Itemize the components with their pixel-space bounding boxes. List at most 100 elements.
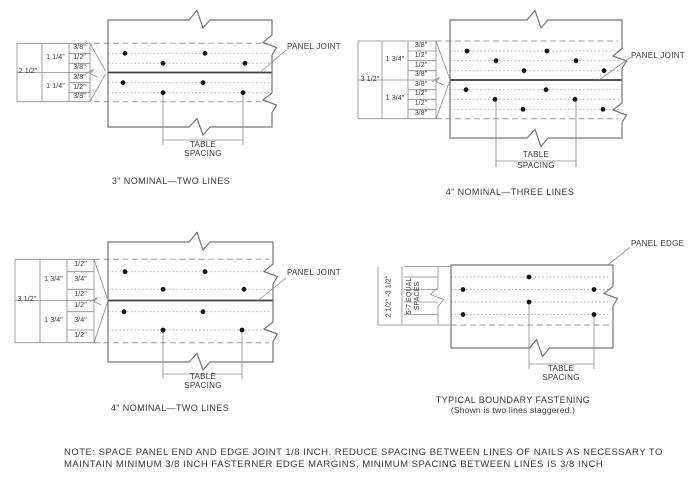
d4-caption: TYPICAL BOUNDARY FASTENING xyxy=(435,395,591,405)
d1-sub-dim-label: 3/8" xyxy=(73,93,86,100)
dimension-lines xyxy=(357,40,437,120)
d1-sub-dim-label: 3/8" xyxy=(73,64,86,71)
dimension-brace xyxy=(85,43,106,102)
d3-sub-dim-label: 1/2" xyxy=(74,291,87,298)
table-spacing-bracket xyxy=(162,330,243,379)
nail-dots xyxy=(121,269,247,333)
nail-dot xyxy=(591,312,597,317)
d2-sub-dim-label: 1/2" xyxy=(414,62,428,69)
d2-sub-dim-label: 3/8" xyxy=(414,71,428,78)
diagram-4in-two-lines xyxy=(14,231,287,379)
panel-joint-leader xyxy=(598,56,632,81)
d3-sub-dim-label: 1/2" xyxy=(74,302,87,309)
diagram-3in-two-lines xyxy=(16,9,287,145)
d3-group-dim-label: 1 3/4" xyxy=(44,317,63,324)
d2-group-dim-label: 1 3/4" xyxy=(385,95,405,102)
nail-dot xyxy=(160,327,166,333)
d3-sub-dim-label: 3/4" xyxy=(74,276,87,283)
nail-lines xyxy=(451,276,610,315)
panel-joint-leader xyxy=(257,277,287,301)
d3-sub-dim-label: 1/2" xyxy=(74,332,87,339)
dimension-brace xyxy=(431,40,450,119)
note-line-2: MAINTAIN MINIMUM 3/8 INCH FASTERNER EDGE… xyxy=(64,458,604,470)
d3-panel-joint-callout: PANEL JOINT xyxy=(287,268,341,277)
nail-dots xyxy=(120,50,248,96)
nail-dot xyxy=(200,309,206,315)
support-stub-break xyxy=(429,266,445,325)
d2-overall-dim-label: 3 1/2" xyxy=(360,76,380,83)
nail-dot xyxy=(122,50,128,56)
nail-dot xyxy=(492,96,498,102)
d2-caption: 4" NOMINAL—THREE LINES xyxy=(445,187,575,197)
nail-lines xyxy=(450,50,619,110)
d1-table-label: TABLE xyxy=(189,140,217,149)
nail-dot xyxy=(544,48,550,54)
d1-sub-dim-label: 1/2" xyxy=(73,54,86,61)
nail-dot xyxy=(460,312,466,317)
d1-spacing-label: SPACING xyxy=(184,149,222,158)
d2-group-dim-label: 1 3/4" xyxy=(385,56,405,63)
nail-dot xyxy=(202,269,208,275)
d4-subcaption: (Shown is two lines staggered.) xyxy=(450,405,576,415)
nail-dot xyxy=(464,48,470,54)
nail-dot xyxy=(122,269,128,275)
d1-panel-joint-callout: PANEL JOINT xyxy=(287,42,341,51)
nail-dot xyxy=(160,286,166,292)
d1-overall-dim-label: 2 1/2" xyxy=(18,68,38,75)
d2-sub-dim-label: 1/2" xyxy=(414,100,428,107)
d3-spacing-label: SPACING xyxy=(184,381,222,390)
d1-sub-dim-label: 1/2" xyxy=(73,84,86,91)
d3-table-label: TABLE xyxy=(189,372,217,381)
d2-spacing-label: SPACING xyxy=(517,161,555,170)
nail-dot xyxy=(600,106,606,112)
note-line-1: NOTE: SPACE PANEL END AND EDGE JOINT 1/8… xyxy=(64,447,663,458)
nail-dot xyxy=(460,287,466,292)
dimension-lines xyxy=(16,42,91,103)
nail-dot xyxy=(240,90,246,96)
nail-dot xyxy=(521,68,527,74)
panel-outline xyxy=(449,9,628,148)
nail-dot xyxy=(241,286,247,292)
dimension-brace xyxy=(89,259,108,343)
nail-dot xyxy=(493,58,499,64)
d2-sub-dim-label: 1/2" xyxy=(414,90,428,97)
nail-dot xyxy=(601,68,607,74)
d1-group-dim-label: 1 1/4" xyxy=(46,83,65,90)
nail-dot xyxy=(463,87,469,93)
d3-sub-dim-label: 3/4" xyxy=(74,317,87,324)
panel-outline xyxy=(450,264,619,358)
nail-lines xyxy=(108,52,269,94)
d3-sub-dim-label: 1/2" xyxy=(74,261,87,268)
table-spacing-bracket xyxy=(495,99,577,167)
d4-panel-edge-callout: PANEL EDGE xyxy=(631,239,685,248)
diagram-boundary-fastening xyxy=(377,247,631,369)
d1-sub-dim-label: 3/8" xyxy=(73,44,86,51)
nail-dot xyxy=(242,60,248,66)
nail-dot xyxy=(121,309,127,315)
nail-dot xyxy=(520,106,526,112)
framing-hidden-edges xyxy=(94,258,269,344)
d4-range-dim-label: 2 1/2" -3 1/2" xyxy=(385,275,393,318)
d4-equal-spaces-label: 5-7 EQUAL SPACES xyxy=(406,267,422,325)
panel-joint-leader xyxy=(259,49,287,73)
d4-equal-spaces-line2: SPACES xyxy=(414,281,421,311)
nail-dot xyxy=(120,80,126,86)
d4-table-label: TABLE xyxy=(547,364,575,373)
nail-dot xyxy=(160,60,166,66)
d4-equal-spaces-line1: 5-7 EQUAL xyxy=(406,277,413,315)
d2-table-label: TABLE xyxy=(522,150,550,159)
nail-dot xyxy=(573,58,579,64)
nail-lines xyxy=(108,271,270,331)
nail-dot xyxy=(160,90,166,96)
d4-spacing-label: SPACING xyxy=(542,373,580,382)
d3-caption: 4" NOMINAL—TWO LINES xyxy=(110,403,230,413)
d1-sub-dim-label: 3/8" xyxy=(73,74,86,81)
nail-dot xyxy=(591,287,597,292)
nail-dots xyxy=(463,48,607,112)
diagram-4in-three-lines xyxy=(357,9,632,167)
nail-dot xyxy=(543,87,549,93)
nail-dot xyxy=(526,274,532,280)
d1-group-dim-label: 1 1/4" xyxy=(46,54,65,61)
